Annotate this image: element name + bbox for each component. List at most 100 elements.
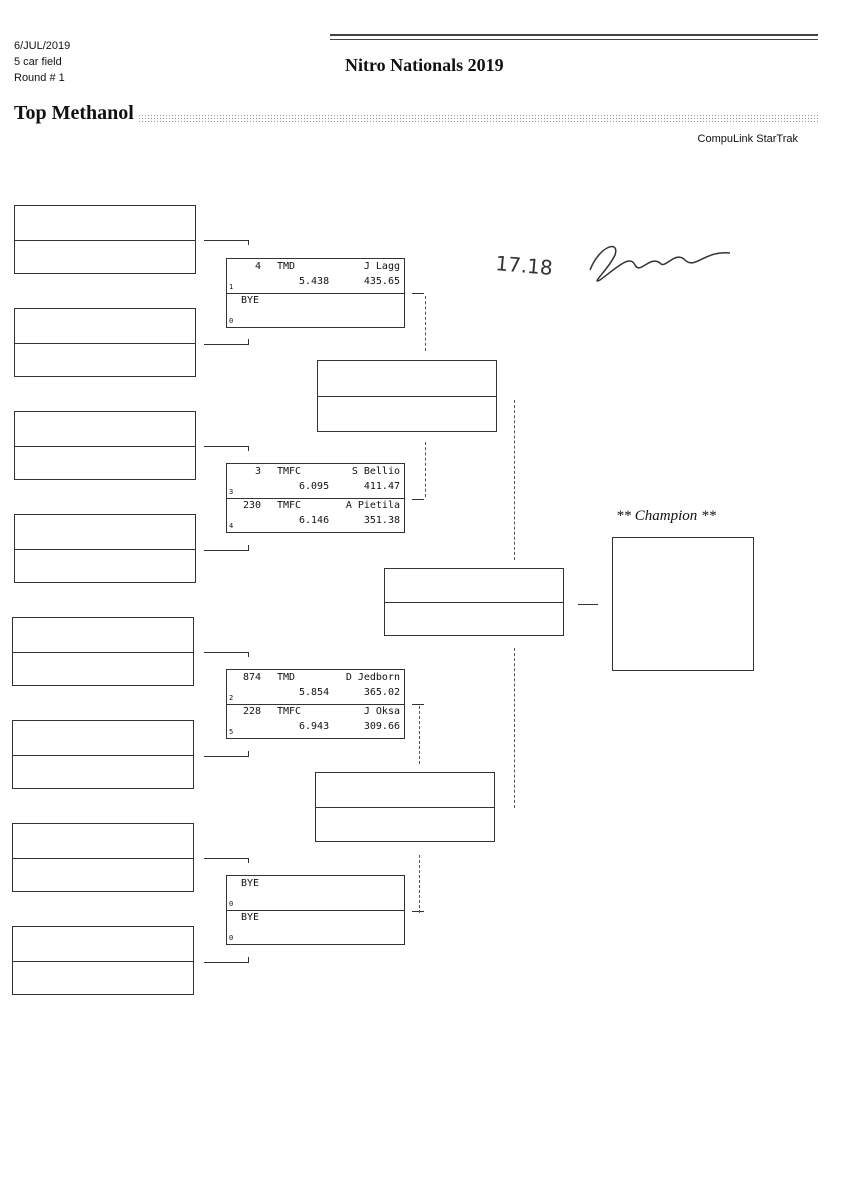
- entry-slot: 230 TMFC A Pietila 6.146 351.38 4: [227, 498, 404, 532]
- connector: [204, 858, 249, 859]
- entry-box: [12, 720, 194, 789]
- connector: [514, 648, 515, 808]
- round2-box: [315, 772, 495, 842]
- connector-tick: [248, 858, 249, 863]
- connector: [578, 604, 598, 605]
- entry-box: [14, 514, 196, 583]
- elapsed-time: 6.943: [299, 721, 330, 732]
- connector: [425, 442, 426, 497]
- driver: D Jedborn: [345, 672, 400, 683]
- seed: 4: [229, 522, 234, 530]
- connector-tick: [248, 446, 249, 451]
- class: TMFC: [277, 706, 302, 717]
- top-rule-thin: [330, 39, 818, 40]
- car-number: BYE: [241, 295, 260, 306]
- field-size: 5 car field: [14, 56, 62, 68]
- connector: [204, 446, 249, 447]
- entry-slot: 228 TMFC J Oksa 6.943 309.66 5: [227, 704, 404, 738]
- connector: [425, 296, 426, 351]
- car-number: 230: [243, 500, 262, 511]
- entry-box: [12, 823, 194, 892]
- semifinal-box: [384, 568, 564, 636]
- event-title: Nitro Nationals 2019: [345, 55, 504, 75]
- seed: 5: [229, 728, 234, 736]
- speed: 365.02: [363, 687, 400, 698]
- connector: [419, 855, 420, 913]
- class: TMFC: [277, 466, 302, 477]
- seed: 0: [229, 317, 234, 325]
- brand-label: CompuLink StarTrak: [697, 133, 798, 145]
- car-number: 3: [255, 466, 262, 477]
- connector: [204, 240, 249, 241]
- connector: [514, 400, 515, 560]
- round2-box: [317, 360, 497, 432]
- entry-box: [12, 617, 194, 686]
- elapsed-time: 5.854: [299, 687, 330, 698]
- connector: [419, 706, 420, 764]
- round1-matchup: 3 TMFC S Bellio 6.095 411.47 3 230 TMFC …: [226, 463, 405, 533]
- seed: 0: [229, 934, 234, 942]
- connector: [412, 704, 424, 705]
- connector: [204, 550, 249, 551]
- class: TMD: [277, 672, 296, 683]
- speed: 411.47: [363, 481, 400, 492]
- elapsed-time: 6.095: [299, 481, 330, 492]
- connector-tick: [248, 957, 249, 962]
- handwritten-note: 17.18: [495, 245, 731, 282]
- connector: [204, 344, 249, 345]
- seed: 1: [229, 283, 234, 291]
- seed: 3: [229, 488, 234, 496]
- entry-box: [14, 411, 196, 480]
- car-number: BYE: [241, 878, 260, 889]
- speed: 435.65: [363, 276, 400, 287]
- connector: [412, 293, 424, 294]
- date: 6/JUL/2019: [14, 40, 71, 52]
- speed: 351.38: [363, 515, 400, 526]
- car-number: 4: [255, 261, 262, 272]
- elapsed-time: 5.438: [299, 276, 330, 287]
- speed: 309.66: [363, 721, 400, 732]
- connector-tick: [248, 240, 249, 245]
- champion-box: [612, 537, 754, 671]
- driver: J Oksa: [363, 706, 400, 717]
- dotted-bar: [138, 114, 818, 124]
- connector: [412, 911, 424, 912]
- entry-slot: 874 TMD D Jedborn 5.854 365.02 2: [227, 670, 404, 704]
- entry-slot: BYE 0: [227, 910, 404, 944]
- entry-box: [14, 205, 196, 274]
- car-number: 874: [243, 672, 262, 683]
- entry-box: [12, 926, 194, 995]
- driver: S Bellio: [351, 466, 400, 477]
- entry-slot: BYE 0: [227, 293, 404, 327]
- entry-box: [14, 308, 196, 377]
- round1-matchup: BYE 0 BYE 0: [226, 875, 405, 945]
- car-number: 228: [243, 706, 262, 717]
- connector: [204, 652, 249, 653]
- connector-tick: [248, 339, 249, 344]
- entry-slot: 4 TMD J Lagg 5.438 435.65 1: [227, 259, 404, 293]
- driver: J Lagg: [363, 261, 400, 272]
- top-rule: [330, 34, 818, 36]
- elapsed-time: 6.146: [299, 515, 330, 526]
- signature-icon: [589, 245, 731, 282]
- handwritten-number: 17.18: [495, 251, 554, 280]
- entry-slot: 3 TMFC S Bellio 6.095 411.47 3: [227, 464, 404, 498]
- class: TMD: [277, 261, 296, 272]
- connector-tick: [248, 545, 249, 550]
- car-number: BYE: [241, 912, 260, 923]
- seed: 2: [229, 694, 234, 702]
- seed: 0: [229, 900, 234, 908]
- round-number: Round # 1: [14, 72, 65, 84]
- connector-tick: [248, 751, 249, 756]
- connector-tick: [248, 652, 249, 657]
- connector: [204, 756, 249, 757]
- connector: [412, 499, 424, 500]
- category-title: Top Methanol: [14, 102, 134, 124]
- champion-label: ** Champion **: [616, 508, 717, 524]
- connector: [204, 962, 249, 963]
- round1-matchup: 874 TMD D Jedborn 5.854 365.02 2 228 TMF…: [226, 669, 405, 739]
- class: TMFC: [277, 500, 302, 511]
- round1-matchup: 4 TMD J Lagg 5.438 435.65 1 BYE 0: [226, 258, 405, 328]
- driver: A Pietila: [345, 500, 400, 511]
